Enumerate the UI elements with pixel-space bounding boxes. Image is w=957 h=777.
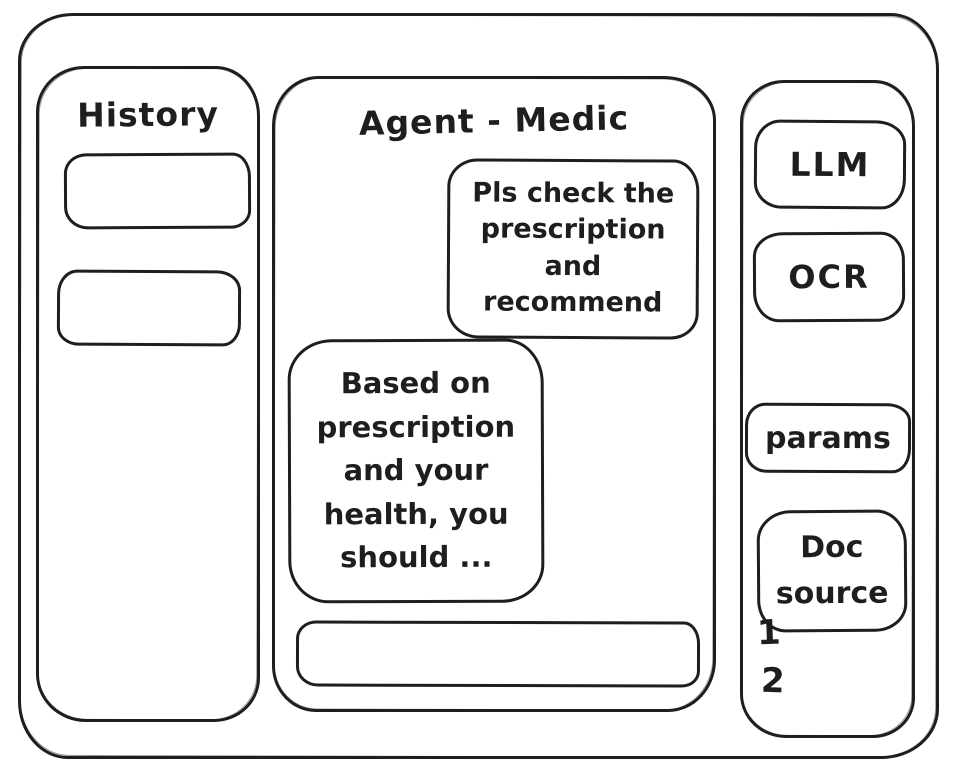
- history-panel: History: [36, 66, 260, 722]
- history-item[interactable]: [56, 269, 242, 347]
- annotation-1: 1: [756, 612, 782, 654]
- tools-panel: LLM OCR params Doc source 1 2: [740, 80, 915, 738]
- user-message-bubble: Pls check the prescription and recommend: [446, 158, 700, 340]
- chat-panel: Agent - Medic Pls check the prescription…: [272, 76, 716, 712]
- assistant-message-bubble: Based on prescription and your health, y…: [287, 338, 545, 603]
- history-title: History: [76, 94, 220, 135]
- chat-title: Agent - Medic: [358, 98, 630, 143]
- ocr-button[interactable]: OCR: [752, 231, 906, 323]
- params-button[interactable]: params: [744, 402, 912, 474]
- annotation-2: 2: [760, 660, 786, 702]
- message-input[interactable]: [295, 620, 701, 688]
- history-item[interactable]: [63, 152, 252, 230]
- llm-button[interactable]: LLM: [753, 119, 907, 210]
